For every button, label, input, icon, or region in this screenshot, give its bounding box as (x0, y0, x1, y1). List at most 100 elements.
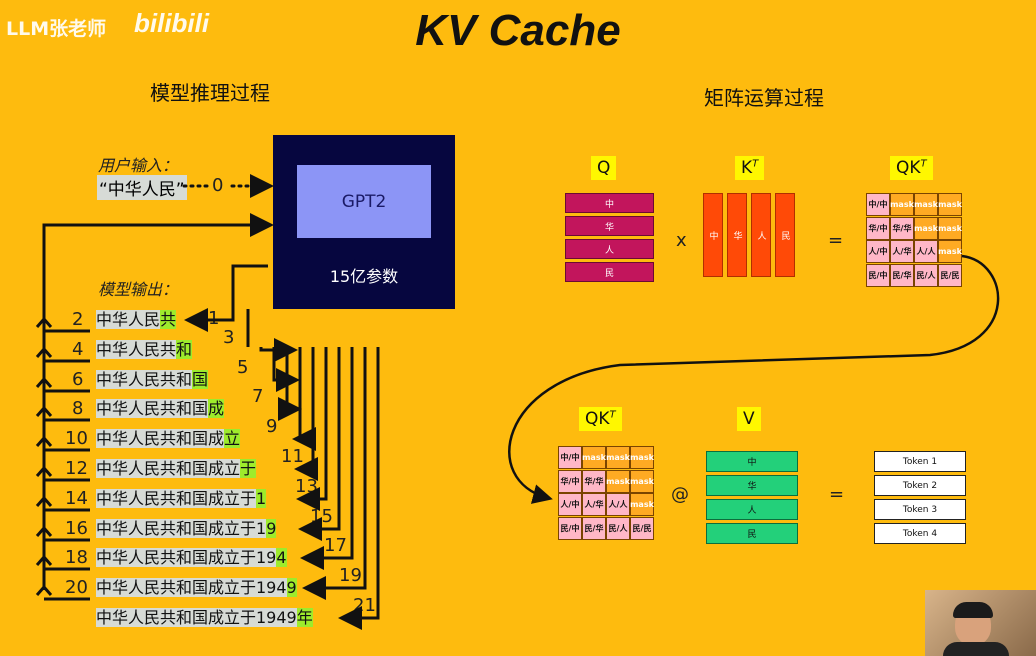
qk-cell-mask: mask (630, 446, 654, 469)
output-step-number: 4 (72, 339, 84, 360)
inference-section-title: 模型推理过程 (150, 81, 270, 105)
output-step-number: 18 (65, 547, 88, 568)
qk-cell-mask: mask (630, 493, 654, 516)
up-arrow-chevron (35, 346, 53, 358)
equals-operator-2: = (829, 484, 845, 505)
presenter-shirt (943, 642, 1009, 656)
output-prefix: 中华人民共和国成立于194 (96, 578, 287, 597)
qk-cell-mask: mask (914, 193, 938, 216)
v-row: 华 (706, 475, 798, 496)
output-new-token: 成 (208, 399, 225, 418)
user-input-step: 0 (212, 175, 224, 196)
q-row: 中 (565, 193, 654, 213)
feed-arrow (338, 347, 380, 630)
kt-column: 中 (703, 193, 723, 277)
presenter-hair (953, 602, 993, 618)
qk-cell-mask: mask (890, 193, 914, 216)
output-row: 中华人民共 (94, 309, 178, 331)
output-row: 中华人民共和国 (94, 369, 210, 391)
output-prefix: 中华人民共和国 (96, 399, 209, 418)
qk-cell: 人/华 (890, 240, 914, 263)
equals-operator-1: = (828, 230, 844, 251)
qk-cell: 民/中 (866, 263, 890, 287)
up-arrow-chevron (35, 316, 53, 328)
output-row: 中华人民共和国成立于19 (94, 518, 278, 540)
kt-column: 民 (775, 193, 795, 277)
qk-cell-mask: mask (914, 216, 938, 240)
feed-step-number: 17 (324, 535, 347, 556)
feed-arrow (294, 347, 318, 481)
v-label: V (737, 407, 761, 431)
kt-column: 华 (727, 193, 747, 277)
output-prefix: 中华人民共和国成立 (96, 459, 241, 478)
output-row: 中华人民共和国成 (94, 398, 226, 420)
qk-cell-mask: mask (938, 216, 962, 240)
qkt-letters: QK (896, 158, 921, 178)
q-label: Q (591, 156, 617, 180)
token-box: Token 3 (874, 499, 966, 520)
qk-cell: 华/华 (582, 469, 606, 493)
output-new-token: 和 (176, 340, 193, 359)
feed-arrow (298, 347, 341, 541)
feed-arrow (292, 347, 316, 451)
v-matrix: 中华人民 (706, 451, 798, 545)
output-new-token: 国 (192, 370, 209, 389)
watermark-text: LLM张老师 (6, 18, 107, 40)
qk-cell: 民/人 (606, 516, 630, 540)
kt-column: 人 (751, 193, 771, 277)
output-row: 中华人民共和国成立 (94, 428, 242, 450)
output-step-number: 8 (72, 398, 84, 419)
qk-cell: 人/华 (582, 493, 606, 516)
up-arrow-chevron (35, 495, 53, 507)
qk-cell: 民/民 (938, 263, 962, 287)
user-input-label: 用户输入： (98, 156, 179, 175)
kt-letter: K (741, 158, 753, 178)
matrix-section-title: 矩阵运算过程 (704, 86, 824, 110)
token-box: Token 1 (874, 451, 966, 472)
qk-cell: 民/华 (582, 516, 606, 540)
output-prefix: 中华人民共和国成立于 (96, 489, 257, 508)
qk-cell: 中/中 (558, 446, 582, 469)
output-row: 中华人民共和国成立于 (94, 458, 258, 480)
output-new-token: 4 (276, 548, 287, 567)
qk-cell: 民/民 (630, 516, 654, 540)
up-arrow-chevron (35, 465, 53, 477)
q-matrix: 中华人民 (565, 193, 654, 285)
output-prefix: 中华人民共和国成 (96, 429, 225, 448)
qk-cell: 民/中 (558, 516, 582, 540)
v-row: 民 (706, 523, 798, 544)
output-new-token: 9 (266, 519, 277, 538)
feed-arrow (278, 347, 302, 421)
qk-cell: 华/华 (890, 216, 914, 240)
feed-arrow (259, 338, 298, 362)
output-prefix: 中华人民共和国成立于1 (96, 519, 267, 538)
up-arrow-chevron (35, 376, 53, 388)
model-name: GPT2 (297, 165, 431, 238)
output-step-number: 12 (65, 458, 88, 479)
token-box: Token 2 (874, 475, 966, 496)
bilibili-logo: bilibili (134, 8, 210, 38)
output-row: 中华人民共和国成立于1 (94, 488, 268, 510)
up-arrow-chevron (35, 525, 53, 537)
webcam-video (925, 590, 1036, 656)
model-output-label: 模型输出： (98, 280, 179, 299)
qk-cell-mask: mask (938, 193, 962, 216)
output-prefix: 中华人民共和 (96, 370, 193, 389)
q-row: 人 (565, 239, 654, 259)
up-arrow-chevron (35, 405, 53, 417)
qk-cell-mask: mask (630, 469, 654, 493)
up-arrow-chevron (35, 584, 53, 596)
output-step-number: 10 (65, 428, 88, 449)
output-new-token: 于 (240, 459, 257, 478)
output-new-token: 共 (160, 310, 177, 329)
output-prefix: 中华人民 (96, 310, 161, 329)
feed-step-number: 3 (223, 327, 235, 348)
q-row: 民 (565, 262, 654, 282)
v-row: 中 (706, 451, 798, 472)
model-params: 15亿参数 (329, 267, 399, 286)
